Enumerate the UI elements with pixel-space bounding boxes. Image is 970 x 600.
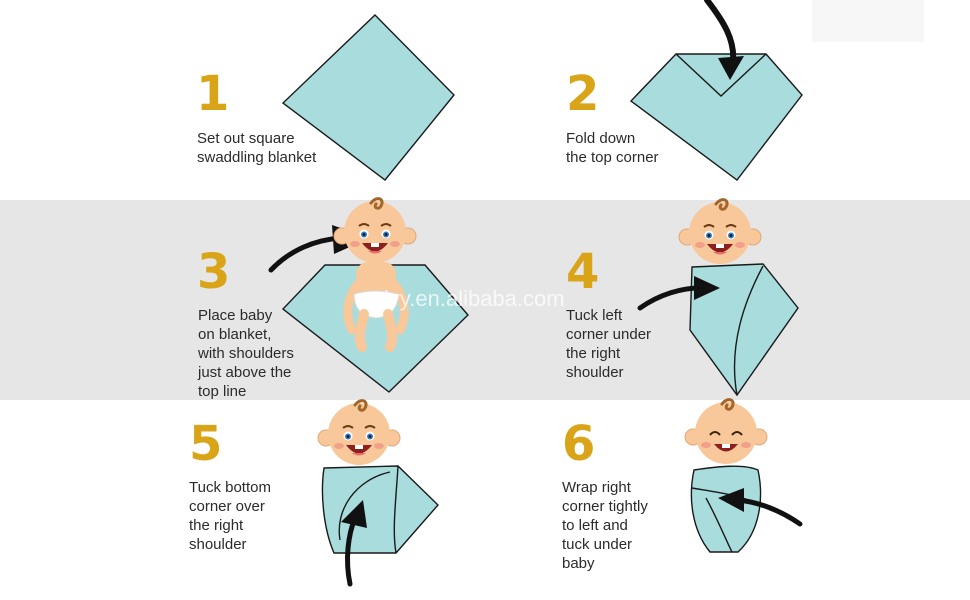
baby-head xyxy=(316,399,402,467)
arrow-down xyxy=(704,0,737,65)
arrow-head xyxy=(718,56,744,80)
baby-figure xyxy=(332,197,418,352)
arrow-head xyxy=(341,500,367,528)
arrow-head xyxy=(694,276,720,300)
blanket-folded-top xyxy=(629,53,803,181)
baby-head-sleeping xyxy=(684,398,768,464)
step-1-number: 1 xyxy=(196,66,230,122)
tuck-line xyxy=(733,265,764,396)
wrap-line xyxy=(705,497,733,553)
tuck-line xyxy=(393,465,399,554)
step-band-background xyxy=(0,200,970,400)
step-4-caption: Tuck left corner under the right shoulde… xyxy=(566,307,652,381)
step-4-number: 4 xyxy=(566,244,600,300)
step-1-caption: Set out square swaddling blanket xyxy=(197,130,317,166)
step-2-number: 2 xyxy=(566,66,600,122)
swaddle-wrapped xyxy=(690,465,762,553)
blanket-square xyxy=(281,14,455,181)
watermark: ivy.en.alibaba.com xyxy=(384,286,565,311)
step-3-number: 3 xyxy=(197,244,231,300)
step-6-number: 6 xyxy=(562,416,596,472)
step-6-caption: Wrap right corner tightly to left and tu… xyxy=(562,479,648,572)
blanket-left-tucked xyxy=(689,263,799,397)
blanket-with-baby xyxy=(281,264,469,393)
tuck-line xyxy=(338,471,391,541)
step-3-caption: Place baby on blanket, with shoulders ju… xyxy=(198,307,294,400)
arrow-head xyxy=(718,488,744,512)
fold-line xyxy=(675,53,767,97)
corner-panel xyxy=(812,0,924,42)
step-5-caption: Tuck bottom corner over the right should… xyxy=(189,479,271,553)
step-2-caption: Fold down the top corner xyxy=(566,130,659,166)
baby-head xyxy=(677,198,763,266)
step-5-number: 5 xyxy=(189,416,223,472)
